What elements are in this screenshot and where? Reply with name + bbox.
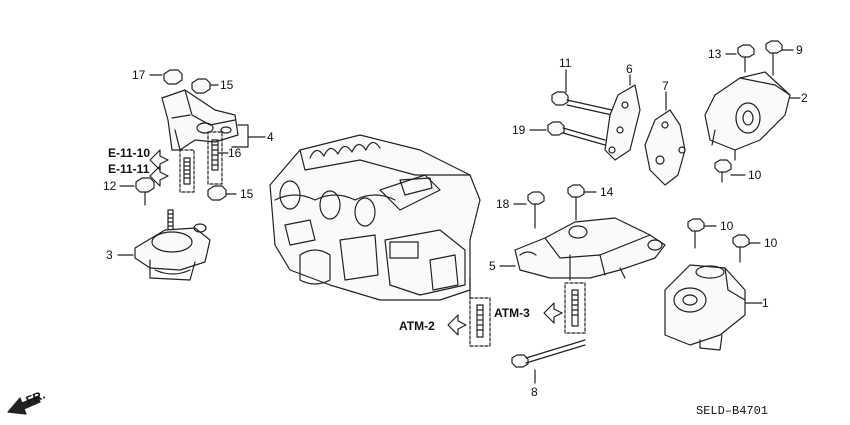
part-10-bolt-lower <box>732 234 761 263</box>
part-7-bracket <box>644 91 686 186</box>
part-19-bolt <box>529 121 606 146</box>
part-15-nut-lower <box>207 185 237 201</box>
callout-7: 7 <box>662 79 669 93</box>
part-12-bolt <box>119 177 155 206</box>
atm-studs <box>447 254 586 347</box>
callout-18: 18 <box>496 197 510 211</box>
callout-8: 8 <box>531 385 538 399</box>
part-10-bolt-mid <box>687 218 717 249</box>
callout-1: 1 <box>762 296 769 310</box>
part-15-nut-upper <box>191 78 219 94</box>
part-8-bolt <box>511 339 586 384</box>
part-14-nut <box>567 184 597 221</box>
part-9-bolt <box>765 40 794 76</box>
ref-e-11-10: E-11-10 <box>108 146 150 160</box>
part-5-bracket <box>499 217 666 279</box>
part-13-bolt <box>725 44 755 73</box>
front-arrow-icon <box>7 395 41 415</box>
callout-14: 14 <box>600 185 614 199</box>
callout-3: 3 <box>106 248 113 262</box>
callout-15-upper: 15 <box>220 78 234 92</box>
callout-6: 6 <box>626 62 633 76</box>
diagram-code: SELD–B4701 <box>696 404 768 418</box>
part-17-nut <box>149 69 183 85</box>
ref-e-11-11: E-11-11 <box>108 162 150 176</box>
part-16-studs <box>149 131 229 193</box>
part-6-bracket <box>604 74 641 161</box>
callout-10-lower: 10 <box>764 236 778 250</box>
part-11-bolt <box>551 69 613 116</box>
callout-17: 17 <box>132 68 146 82</box>
callout-16: 16 <box>228 146 242 160</box>
part-10-bolt-upper <box>714 159 746 183</box>
front-label: FR. <box>24 388 47 408</box>
callout-19: 19 <box>512 123 526 137</box>
callout-2: 2 <box>801 91 808 105</box>
ref-atm-3: ATM-3 <box>494 306 530 320</box>
part-3-mount <box>117 209 211 281</box>
callout-9: 9 <box>796 43 803 57</box>
callout-labels: 1 2 3 4 5 6 7 8 9 10 10 10 11 12 13 14 1… <box>103 43 808 399</box>
ref-atm-2: ATM-2 <box>399 319 435 333</box>
callout-12: 12 <box>103 179 117 193</box>
part-1-mount <box>664 264 763 351</box>
part-4-bracket <box>161 89 266 151</box>
part-18-bolt <box>513 191 545 229</box>
reference-labels: E-11-10 E-11-11 ATM-2 ATM-3 <box>108 146 530 333</box>
callout-10-upper: 10 <box>748 168 762 182</box>
callout-11: 11 <box>559 56 572 70</box>
callout-15-lower: 15 <box>240 187 254 201</box>
callout-5: 5 <box>489 259 496 273</box>
callout-13: 13 <box>708 47 722 61</box>
part-2-mount <box>704 71 801 161</box>
callout-10-mid: 10 <box>720 219 734 233</box>
callout-4: 4 <box>267 130 274 144</box>
engine-assembly <box>269 134 481 301</box>
